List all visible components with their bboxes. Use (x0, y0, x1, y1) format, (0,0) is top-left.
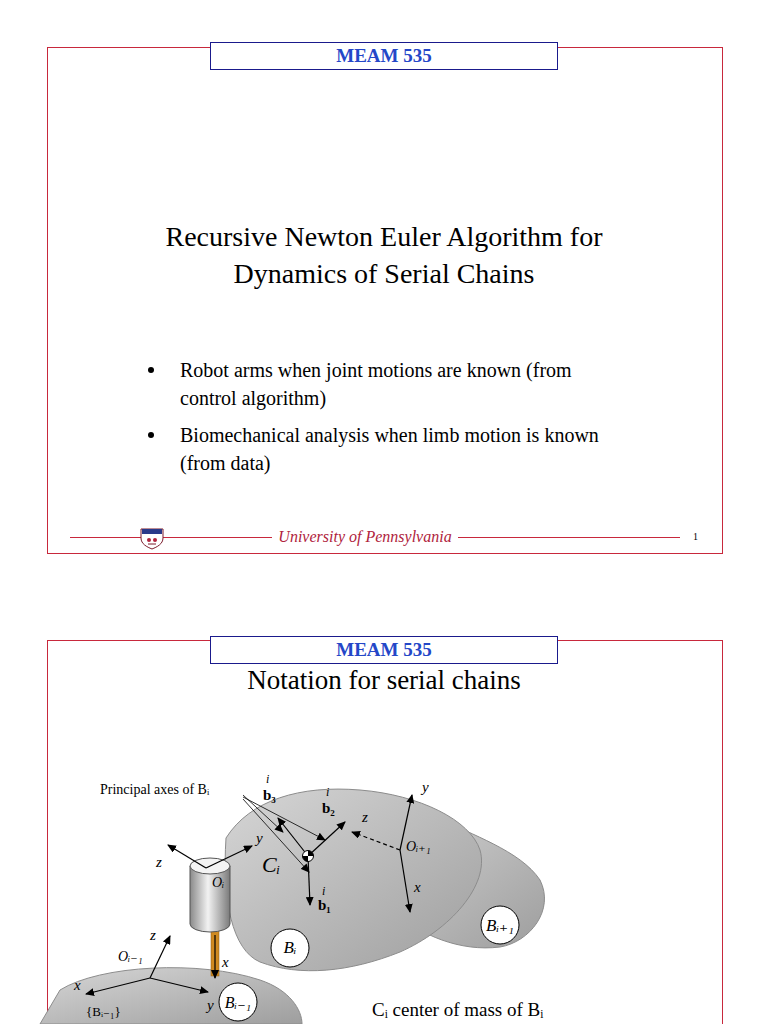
frame-label: Oᵢ₊₁ (406, 838, 431, 855)
superscript: i (326, 785, 329, 799)
point-label: Cᵢ (262, 852, 280, 878)
footer-text: University of Pennsylvania (272, 527, 457, 546)
body-label: Bᵢ₊₁ (486, 915, 514, 936)
slide-title: Notation for serial chains (114, 664, 654, 696)
caption-text: Cᵢ center of mass of Bᵢ (372, 998, 543, 1021)
page-number: 1 (693, 531, 698, 543)
axis-label: x (222, 953, 229, 971)
frame-label: Oᵢ₋₁ (118, 948, 143, 965)
body-circle: Bᵢ₊₁ (480, 905, 520, 945)
axis-label: y (422, 778, 429, 796)
axis-label: z (156, 853, 162, 871)
vector-label: b₂ (322, 799, 335, 817)
axis-label: z (362, 808, 368, 826)
header-box: MEAM 535 (210, 42, 558, 70)
penn-logo (141, 529, 163, 549)
slide-title: Recursive Newton Euler Algorithm for Dyn… (114, 218, 654, 292)
bullet-text: Biomechanical analysis when limb motion … (180, 421, 620, 477)
vector-label: b₃ (263, 786, 276, 804)
axis-label: x (74, 976, 81, 994)
axis-label: y (207, 996, 214, 1014)
superscript: i (322, 884, 325, 898)
frame-label: {Bᵢ₋₁} (86, 1004, 121, 1020)
body-label: Bᵢ (283, 938, 296, 958)
axis-label: x (414, 878, 421, 896)
body-circle: Bᵢ (270, 928, 310, 968)
callout-text: Principal axes of Bᵢ (100, 781, 209, 798)
body-circle: Bᵢ₋₁ (218, 982, 258, 1022)
header-text: MEAM 535 (336, 45, 432, 67)
frame-label: Oᵢ (212, 874, 224, 891)
axis-label: z (150, 926, 156, 944)
vector-label: b₁ (318, 896, 331, 914)
superscript: i (266, 772, 269, 786)
bullet-text: Robot arms when joint motions are known … (180, 356, 620, 412)
header-box: MEAM 535 (210, 636, 558, 664)
header-text: MEAM 535 (336, 639, 432, 661)
axis-label: y (256, 829, 263, 847)
body-label: Bᵢ₋₁ (225, 993, 251, 1012)
